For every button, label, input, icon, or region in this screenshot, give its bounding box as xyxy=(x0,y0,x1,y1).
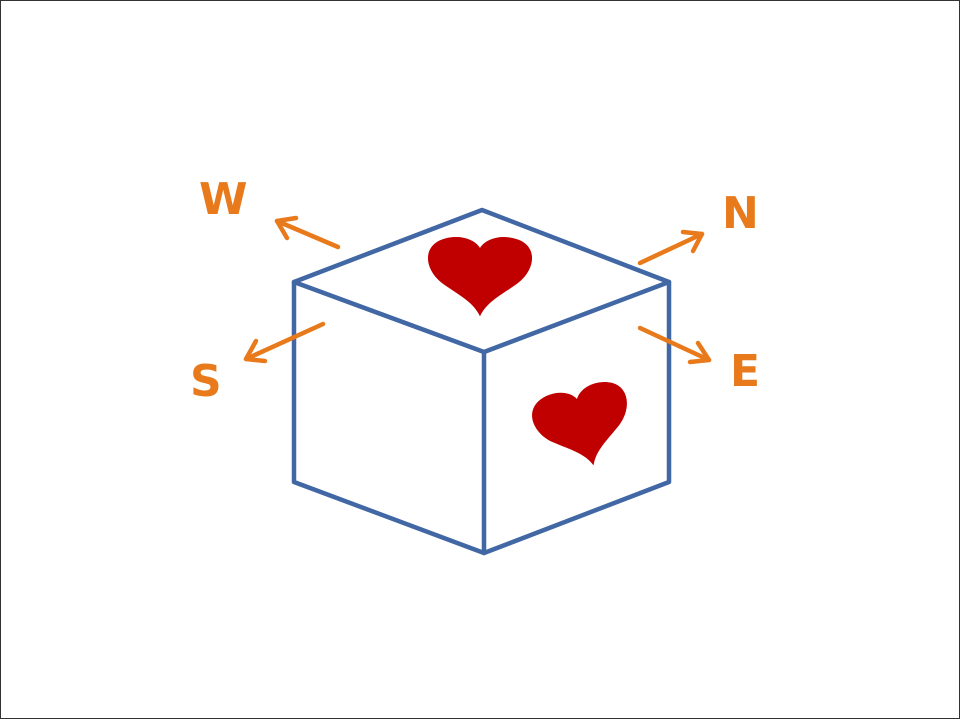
arrow-north-shaft xyxy=(637,231,705,266)
label-south: S xyxy=(190,356,222,407)
heart-icon xyxy=(427,237,533,317)
arrow-south xyxy=(243,321,326,364)
arrow-north-head xyxy=(680,229,705,254)
cube-right-face xyxy=(481,279,672,556)
arrow-east-head xyxy=(687,340,712,365)
arrow-north xyxy=(637,229,705,266)
arrow-west xyxy=(274,215,341,250)
arrow-east xyxy=(637,325,712,365)
arrow-east-shaft xyxy=(637,325,712,363)
arrow-south-shaft xyxy=(243,321,326,362)
heart-icon xyxy=(532,381,627,466)
cube-left-face xyxy=(291,279,487,556)
label-west: W xyxy=(199,174,248,225)
label-north: N xyxy=(722,188,759,239)
arrow-west-head xyxy=(274,215,299,241)
cube xyxy=(291,207,672,556)
label-east: E xyxy=(730,346,760,397)
arrow-south-head xyxy=(243,338,268,364)
arrow-west-shaft xyxy=(274,218,341,250)
